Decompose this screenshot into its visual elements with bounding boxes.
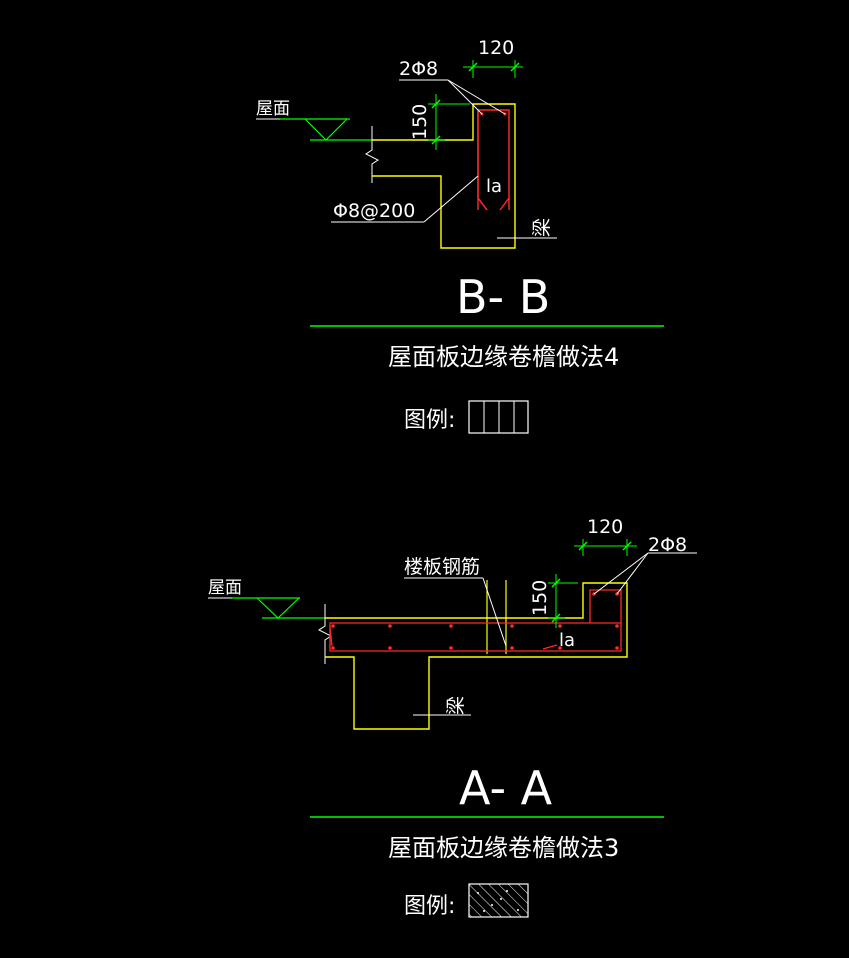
bb-concrete-outline <box>372 103 516 249</box>
bb-upstand-rebar-path <box>477 109 510 211</box>
bb-rebar-top-label: 2Φ8 <box>399 58 438 80</box>
aa-beam-label: 梁 <box>445 696 467 715</box>
bb-rebar-leader-2 <box>447 79 506 115</box>
aa-concrete-outline <box>325 582 628 730</box>
bb-caption: 屋面板边缘卷檐做法4 <box>388 343 619 371</box>
aa-slab-rebar-label: 楼板钢筋 <box>404 556 480 578</box>
aa-rebar-dots <box>331 592 619 650</box>
aa-roof-label: 屋面 <box>208 578 242 598</box>
bb-width-tick-left <box>468 62 478 72</box>
bb-stirrup-label: Φ8@200 <box>333 200 415 222</box>
aa-legend-swatch <box>468 883 529 918</box>
aa-roof-level-triangle <box>256 597 300 619</box>
aa-rebar-cage <box>329 589 622 652</box>
bb-beam-label: 梁 <box>531 218 553 237</box>
bb-height-tick-bottom <box>431 135 441 145</box>
aa-width-tick-left <box>578 541 588 551</box>
section-bb: 屋面 2Φ8 120 150 la <box>256 37 664 434</box>
bb-section-mark: B- B <box>456 270 550 324</box>
bb-rebar-leader-1 <box>447 79 483 115</box>
aa-width-tick-right <box>622 541 632 551</box>
aa-anchor-arrow <box>542 644 558 650</box>
bb-break-line <box>365 126 379 183</box>
bb-width-dim-text: 120 <box>478 37 514 59</box>
aa-rebar-top-label: 2Φ8 <box>648 534 687 556</box>
aa-break-line <box>318 604 332 664</box>
aa-slab-rebar-leader <box>482 577 507 647</box>
bb-height-dim-text: 150 <box>409 104 431 140</box>
aa-height-dim-text: 150 <box>529 580 551 616</box>
bb-roof-level-triangle <box>304 118 348 141</box>
aa-section-mark: A- A <box>459 761 553 815</box>
bb-anchor-label: la <box>486 176 502 197</box>
aa-anchor-label: la <box>559 630 575 651</box>
aa-legend-label: 图例: <box>404 894 455 919</box>
bb-height-tick-top <box>431 99 441 109</box>
aa-width-dim-text: 120 <box>587 516 623 538</box>
section-aa: 屋面 <box>208 516 697 919</box>
aa-height-tick-bottom <box>551 613 561 623</box>
aa-rebar-leader-2 <box>616 552 649 595</box>
bb-width-tick-right <box>510 62 520 72</box>
aa-rebar-leader-1 <box>593 552 649 595</box>
bb-legend-swatch <box>468 400 529 434</box>
bb-stirrup-leader <box>423 175 479 223</box>
aa-caption: 屋面板边缘卷檐做法3 <box>388 834 619 862</box>
aa-height-tick-top <box>551 578 561 588</box>
bb-roof-label: 屋面 <box>256 99 290 119</box>
bb-legend-label: 图例: <box>404 408 455 433</box>
